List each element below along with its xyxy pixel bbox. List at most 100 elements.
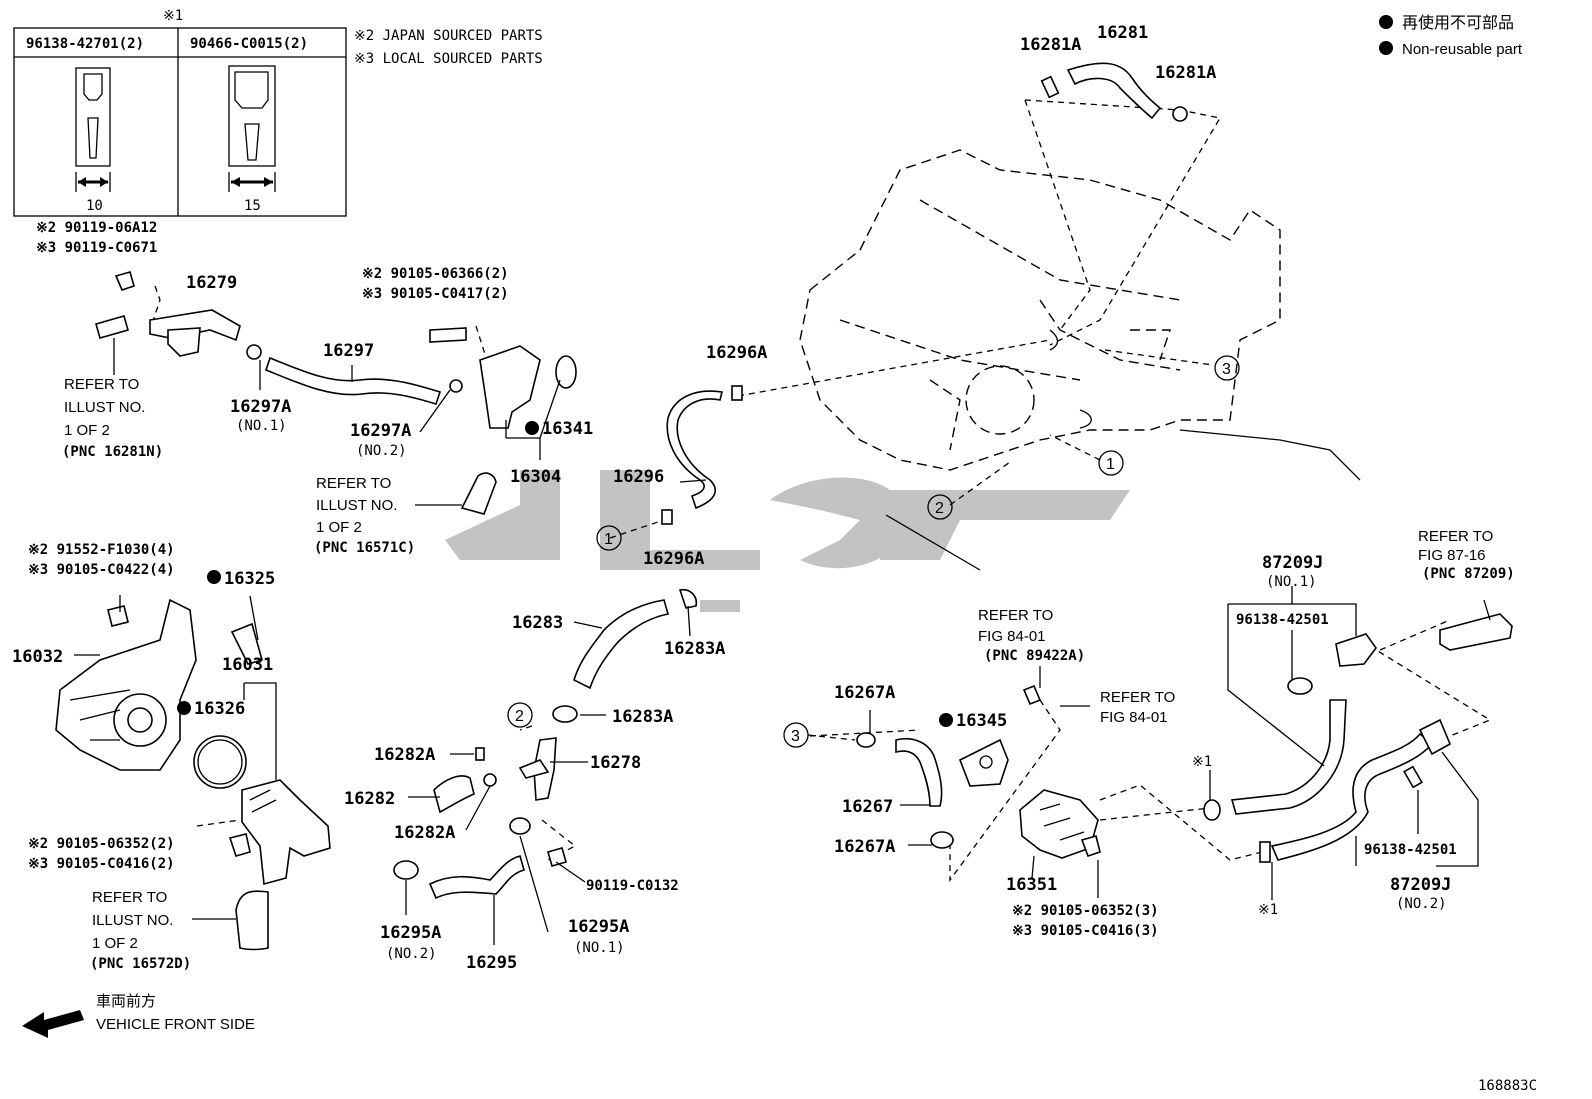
callout-2-hose: 2 <box>515 708 524 725</box>
label-16296A-b: 16296A <box>643 549 704 569</box>
ref3-line1: REFER TO <box>92 889 167 906</box>
circled-numbers: 3 1 2 1 2 3 <box>507 355 1240 748</box>
filled-dot-icon <box>1379 15 1393 29</box>
label-16351: 16351 <box>1006 875 1057 895</box>
left-arrow-icon <box>22 1010 84 1038</box>
ref3-line3: 1 OF 2 <box>92 935 138 952</box>
filled-dot-icon <box>1379 41 1393 55</box>
label-87209J-no2: 87209J <box>1390 875 1451 895</box>
table-dim1: 10 <box>86 198 103 214</box>
label-16295A-no2: 16295A <box>380 923 441 943</box>
legend-jp: 再使用不可部品 <box>1402 14 1514 32</box>
mark-1-a: ※1 <box>1192 754 1212 770</box>
ref4-line2: FIG 84-01 <box>978 628 1046 645</box>
label-90105-06366: ※2 90105-06366(2) <box>362 266 509 282</box>
ref4-line1: REFER TO <box>978 607 1053 624</box>
label-16296A-a: 16296A <box>706 343 767 363</box>
note-local-sourced: ※3 LOCAL SOURCED PARTS <box>354 51 543 67</box>
ref5-line2: FIG 84-01 <box>1100 709 1168 726</box>
note-japan-sourced: ※2 JAPAN SOURCED PARTS <box>354 28 543 44</box>
diagram-code: 168883C <box>1478 1078 1537 1094</box>
ref5-line1: REFER TO <box>1100 689 1175 706</box>
label-90105-06352-a: ※2 90105-06352(2) <box>28 836 175 852</box>
filled-dot-icon <box>207 570 221 584</box>
ref4-line3: (PNC 89422A) <box>984 648 1085 664</box>
filled-dot-icon <box>177 701 191 715</box>
circled-number-icon <box>1214 355 1240 381</box>
front-indicator: 車両前方 VEHICLE FRONT SIDE <box>22 993 255 1038</box>
callout-3-hose: 3 <box>791 728 800 745</box>
label-16345: 16345 <box>956 711 1007 731</box>
label-16297: 16297 <box>323 341 374 361</box>
label-leaders <box>74 338 1491 945</box>
circled-number-icon <box>1098 450 1124 476</box>
label-16296: 16296 <box>613 467 664 487</box>
label-16267: 16267 <box>842 797 893 817</box>
part-labels: 16281A 16281 16281A ※2 90119-06A12 ※3 90… <box>12 23 1515 973</box>
label-16295A-no1: 16295A <box>568 917 629 937</box>
label-16283: 16283 <box>512 613 563 633</box>
table-dim2: 15 <box>244 198 261 214</box>
label-16282: 16282 <box>344 789 395 809</box>
label-16281A-b: 16281A <box>1155 63 1216 83</box>
label-16031: 16031 <box>222 655 273 675</box>
circled-number-icon <box>927 494 953 520</box>
label-16297A-no2-sub: (NO.2) <box>356 443 407 459</box>
front-jp: 車両前方 <box>96 993 156 1010</box>
ref6-line2: FIG 87-16 <box>1418 547 1486 564</box>
label-16295A-no1-sub: (NO.1) <box>574 940 625 956</box>
callout-1-hose: 1 <box>604 531 613 548</box>
table-col1-header: 96138-42701(2) <box>26 36 144 52</box>
callout-2-engine: 2 <box>935 500 944 517</box>
ref2-line3: 1 OF 2 <box>316 519 362 536</box>
ref1-line4: (PNC 16281N) <box>62 444 163 460</box>
label-16267A-a: 16267A <box>834 683 895 703</box>
circled-number-icon <box>596 525 622 551</box>
mark-1-b: ※1 <box>1258 902 1278 918</box>
label-90105-06352-b: ※2 90105-06352(3) <box>1012 903 1159 919</box>
label-16295: 16295 <box>466 953 517 973</box>
watermark-logo <box>445 470 1130 612</box>
front-en: VEHICLE FRONT SIDE <box>96 1016 255 1033</box>
label-16279: 16279 <box>186 273 237 293</box>
ref2-line1: REFER TO <box>316 475 391 492</box>
engine-outline <box>799 149 1361 481</box>
label-90105-C0422: ※3 90105-C0422(4) <box>28 562 175 578</box>
label-87209J-no1: 87209J <box>1262 553 1323 573</box>
callout-1-engine: 1 <box>1106 456 1115 473</box>
label-96138-42501-a: 96138-42501 <box>1236 612 1329 628</box>
label-87209J-no1-sub: (NO.1) <box>1266 574 1317 590</box>
callout-3-top: 3 <box>1222 361 1231 378</box>
label-16281A-a: 16281A <box>1020 35 1081 55</box>
table-col2-header: 90466-C0015(2) <box>190 36 308 52</box>
ref1-line1: REFER TO <box>64 376 139 393</box>
legend: 再使用不可部品 Non-reusable part <box>1379 14 1523 58</box>
ref2-line2: ILLUST NO. <box>316 497 397 514</box>
label-16297A-no1: 16297A <box>230 397 291 417</box>
label-90105-C0416-a: ※3 90105-C0416(2) <box>28 856 175 872</box>
ref6-line1: REFER TO <box>1418 528 1493 545</box>
ref3-line2: ILLUST NO. <box>92 912 173 929</box>
label-16283A-b: 16283A <box>612 707 673 727</box>
parts <box>55 62 1513 951</box>
label-16278: 16278 <box>590 753 641 773</box>
ref2-line4: (PNC 16571C) <box>314 540 415 556</box>
label-16282A-b: 16282A <box>394 823 455 843</box>
ref1-line2: ILLUST NO. <box>64 399 145 416</box>
ref3-line4: (PNC 16572D) <box>90 956 191 972</box>
label-16032: 16032 <box>12 647 63 667</box>
label-16297A-no2: 16297A <box>350 421 411 441</box>
label-87209J-no2-sub: (NO.2) <box>1396 896 1447 912</box>
clip-96138-icon <box>75 67 111 192</box>
label-90119-06A12: ※2 90119-06A12 <box>36 220 157 236</box>
note1-mark: ※1 <box>163 8 183 24</box>
filled-dot-icon <box>939 713 953 727</box>
clip-90466-icon <box>228 65 276 192</box>
label-16281: 16281 <box>1097 23 1148 43</box>
label-16297A-no1-sub: (NO.1) <box>236 418 287 434</box>
filled-dot-icon <box>525 421 539 435</box>
fastener-table: ※1 96138-42701(2) 90466-C0015(2) 10 <box>13 8 347 217</box>
ref1-line3: 1 OF 2 <box>64 422 110 439</box>
label-90119-C0132: 90119-C0132 <box>586 878 679 894</box>
